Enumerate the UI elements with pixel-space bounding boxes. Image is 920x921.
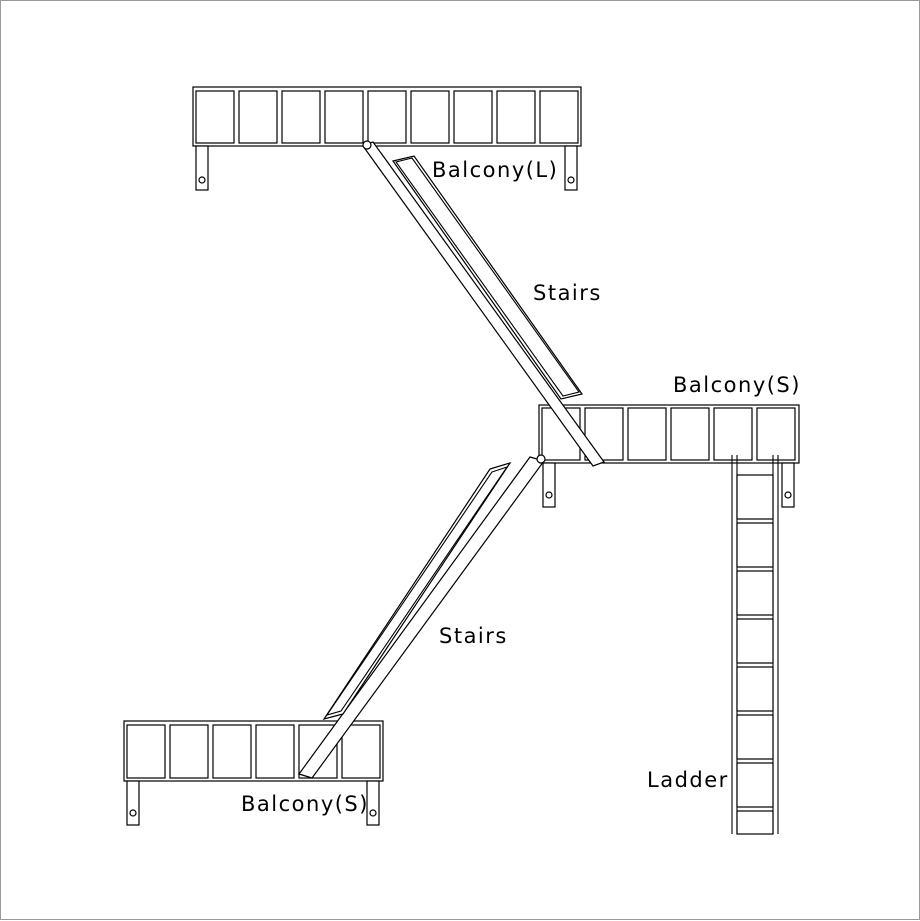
stairs-upper: Stairs: [362, 140, 605, 467]
ladder-label: Ladder: [647, 768, 729, 792]
balcony-small-left-leg-left: [126, 780, 140, 826]
balcony-panel: [341, 724, 381, 779]
stairs-upper-label: Stairs: [533, 281, 602, 305]
bolt-hole: [129, 809, 137, 817]
bolt-hole: [545, 491, 553, 499]
ladder-rung: [736, 666, 774, 712]
balcony-panel: [713, 407, 753, 461]
balcony-panel: [169, 724, 209, 779]
balcony-small-left-label: Balcony(S): [241, 792, 369, 816]
balcony-small-right-panels: [541, 407, 796, 461]
balcony-panel: [670, 407, 710, 461]
balcony-large-panels: [195, 90, 579, 144]
bolt-hole: [198, 176, 206, 184]
balcony-small-right-label: Balcony(S): [673, 373, 801, 397]
balcony-small-left: [123, 720, 384, 826]
balcony-large-label: Balcony(L): [432, 158, 558, 182]
stairs-lower-hinge: [536, 454, 546, 464]
ladder-rung: [736, 618, 774, 664]
bolt-hole: [784, 491, 792, 499]
stairs-lower-label: Stairs: [439, 624, 508, 648]
stairs-upper-hinge: [362, 140, 372, 150]
stairs-lower-handrail: [322, 461, 512, 720]
balcony-panel: [367, 90, 407, 144]
ladder-rung: [736, 522, 774, 568]
balcony-small-right-leg-left: [542, 462, 556, 508]
balcony-small-right-leg-right: [781, 462, 795, 508]
balcony-panel: [584, 407, 624, 461]
stairs-upper-handrail-inner: [395, 157, 580, 397]
ladder-rung: [736, 810, 774, 835]
balcony-panel: [627, 407, 667, 461]
balcony-panel: [212, 724, 252, 779]
stairs-lower: Stairs: [298, 454, 546, 779]
balcony-panel: [756, 407, 796, 461]
ladder: Ladder: [647, 455, 779, 835]
stairs-upper-handrail: [391, 155, 584, 400]
bolt-hole: [369, 809, 377, 817]
ladder-rung: [736, 714, 774, 760]
balcony-large: Balcony(L): [192, 86, 582, 191]
stairs-lower-stringer: [298, 456, 545, 779]
balcony-panel: [539, 90, 579, 144]
balcony-panel: [195, 90, 235, 144]
balcony-panel: [453, 90, 493, 144]
balcony-small-right: Balcony(S): [538, 373, 801, 508]
stairs-lower-handrail-inner: [325, 465, 509, 716]
balcony-panel: [255, 724, 295, 779]
balcony-panel: [410, 90, 450, 144]
bolt-hole: [567, 176, 575, 184]
ladder-rung: [736, 474, 774, 520]
balcony-panel: [496, 90, 536, 144]
balcony-panel: [281, 90, 321, 144]
ladder-rung: [736, 762, 774, 808]
balcony-panel: [324, 90, 364, 144]
balcony-panel: [238, 90, 278, 144]
ladder-rung: [736, 570, 774, 616]
balcony-small-left-panels: [126, 724, 381, 779]
balcony-panel: [126, 724, 166, 779]
